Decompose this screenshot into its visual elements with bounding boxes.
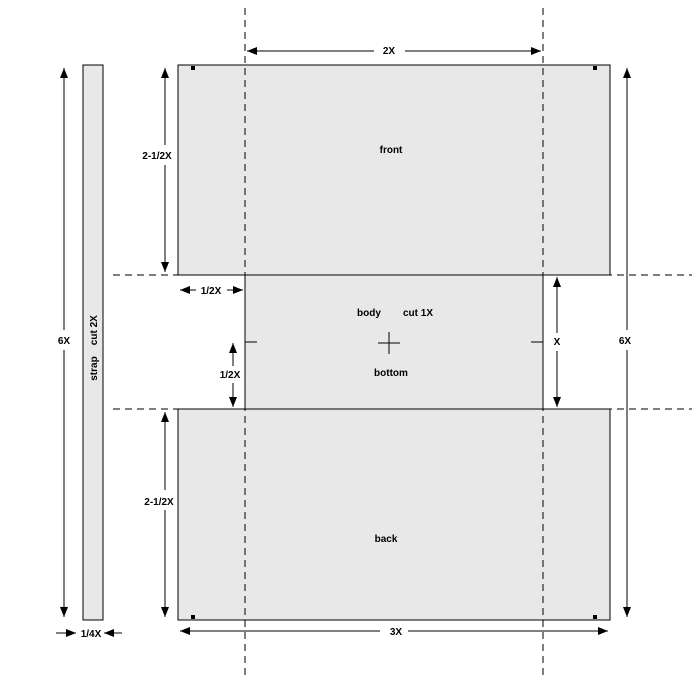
strap-label: strap cut 2X: [89, 315, 100, 381]
corner-mark-bottom-right: [593, 615, 597, 619]
corner-mark-top-left: [191, 66, 195, 70]
dim-top-width-label: 2X: [383, 46, 396, 57]
dim-left-flap-height-label: 1/2X: [220, 370, 241, 381]
body-cut-label: cut 1X: [403, 308, 433, 319]
strap-panel: [82, 64, 104, 621]
corner-mark-bottom-left: [191, 615, 195, 619]
bottom-label: bottom: [374, 368, 408, 379]
back-label: back: [375, 534, 398, 545]
dim-front-height-label: 2-1/2X: [142, 151, 172, 162]
dim-bottom-width-label: 3X: [390, 627, 403, 638]
front-label: front: [380, 145, 403, 156]
dim-right-flap-height-label: X: [554, 337, 561, 348]
body-bottom-panel: [244, 274, 544, 410]
body-label: body: [357, 308, 381, 319]
front-panel: [177, 64, 611, 276]
dim-left-flap-width-label: 1/2X: [201, 286, 222, 297]
dim-back-height-label: 2-1/2X: [144, 497, 174, 508]
dim-strap-width-label: 1/4X: [81, 629, 102, 640]
corner-mark-top-right: [593, 66, 597, 70]
dim-strap-height-label: 6X: [58, 336, 71, 347]
back-panel: [177, 408, 611, 621]
dim-right-height-label: 6X: [619, 336, 632, 347]
